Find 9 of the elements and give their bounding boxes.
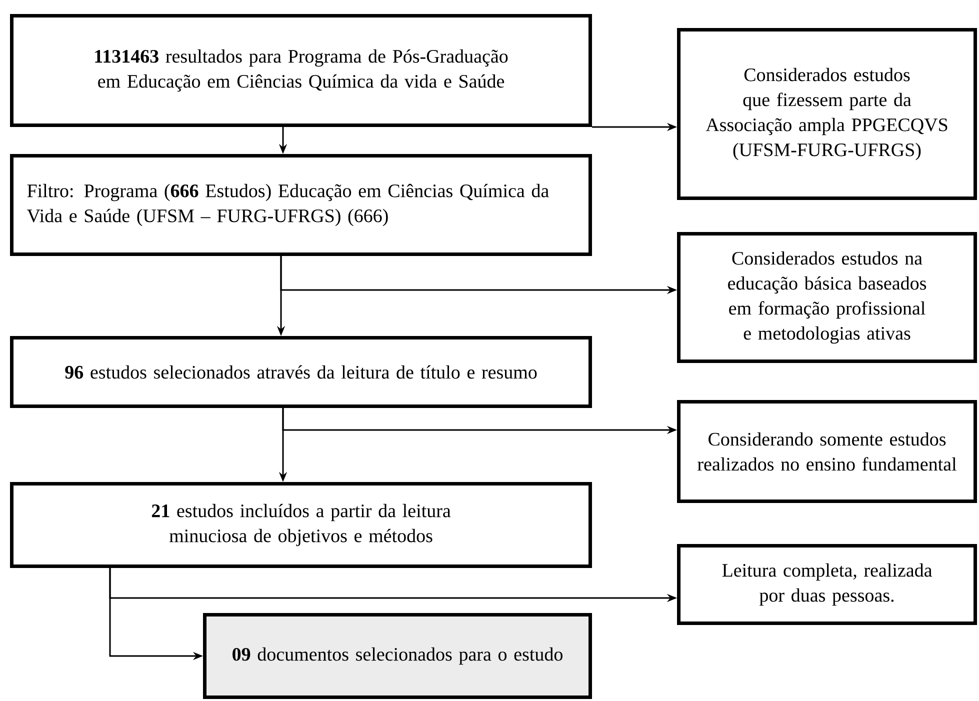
process-box: Filtro: Programa (666 Estudos) Educação em Ciências Química da Vida e Saúde (UFSM – FURG-UFRGS) (666) <box>10 154 592 256</box>
process-box: 96 estudos selecionados através da leitura de título e resumo <box>10 336 592 408</box>
process-box: 21 estudos incluídos a partir da leitura minuciosa de objetivos e métodos <box>10 482 592 568</box>
note-box: Considerados estudos na educação básica baseados em formação profissional e metodologias ativas <box>677 232 978 363</box>
result-box: 09 documentos selecionados para o estudo <box>203 613 592 699</box>
note-box: Considerados estudos que fizessem parte da Associação ampla PPGECQVS (UFSM-FURG-UFRGS) <box>677 28 978 200</box>
process-box: 1131463 resultados para Programa de Pós-Graduação em Educação em Ciências Química da vida e Saúde <box>10 14 592 127</box>
note-box: Leitura completa, realizada por duas pessoas. <box>677 544 978 625</box>
note-box: Considerando somente estudos realizados no ensino fundamental <box>677 400 978 503</box>
